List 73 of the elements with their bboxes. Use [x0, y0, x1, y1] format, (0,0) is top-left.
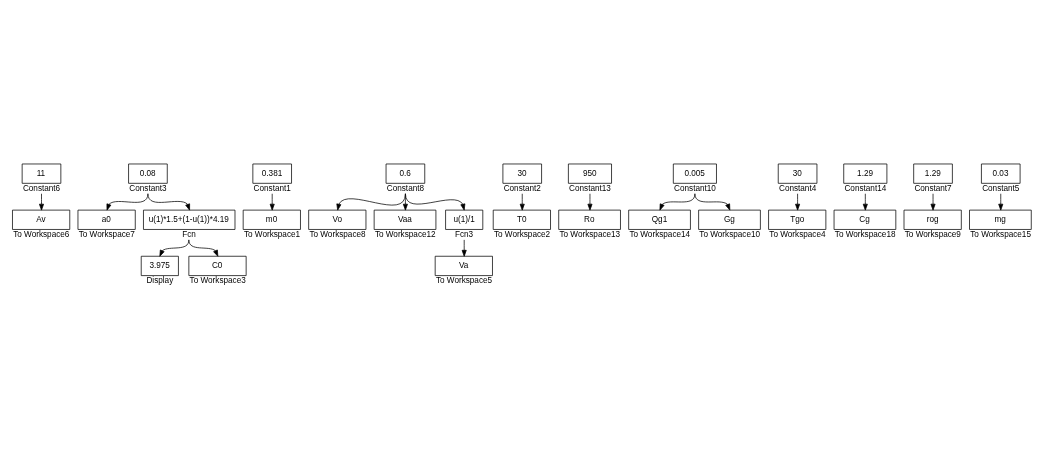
node-label: To Workspace15	[970, 229, 1031, 239]
node-box: C0	[188, 255, 247, 276]
node-label: Constant4	[778, 183, 817, 193]
node-box: 30	[502, 163, 542, 184]
node-label: To Workspace12	[374, 229, 436, 239]
node-label: Constant10	[674, 183, 716, 193]
node-box: Cg	[833, 209, 897, 230]
node-label: Constant1	[253, 183, 291, 193]
node-box: 0.6	[385, 163, 426, 184]
node-label: To Workspace2	[493, 229, 551, 239]
node-box: 1.29	[843, 163, 888, 184]
node-box: 1.29	[913, 163, 953, 184]
node-label: Constant7	[914, 183, 952, 193]
node-label: Constant13	[569, 183, 611, 193]
node-label: To Workspace1	[243, 229, 301, 239]
node-box: Va	[434, 255, 493, 276]
node-label: To Workspace4	[769, 229, 826, 239]
arrow	[519, 193, 525, 211]
node-label: Constant5	[982, 183, 1020, 193]
node-box: Tgo	[768, 209, 827, 230]
node-box: a0	[77, 209, 136, 230]
node-box: Ro	[558, 209, 621, 230]
node-label: To Workspace10	[699, 229, 761, 239]
arrow	[269, 193, 275, 211]
arrow	[694, 193, 731, 211]
arrow	[659, 193, 696, 211]
node-box: 11	[21, 163, 62, 184]
arrow	[930, 193, 936, 211]
node-box: u(1)*1.5+(1-u(1))*4.19	[143, 209, 236, 230]
node-box: m0	[242, 209, 301, 230]
node-box: 30	[777, 163, 818, 184]
node-label: To Workspace5	[435, 275, 493, 285]
node-box: T0	[492, 209, 551, 230]
arrow	[188, 239, 219, 257]
arrow	[147, 193, 190, 211]
node-box: 3.975	[140, 255, 179, 276]
node-box: Gg	[698, 209, 761, 230]
node-label: To Workspace6	[13, 229, 70, 239]
node-box: Av	[12, 209, 71, 230]
node-box: u(1)/1	[445, 209, 484, 230]
arrow	[795, 193, 801, 211]
arrow	[587, 193, 593, 211]
node-box: 0.03	[981, 163, 1021, 184]
node-label: Constant3	[129, 183, 167, 193]
node-label: To Workspace13	[559, 229, 621, 239]
node-box: mg	[969, 209, 1032, 230]
node-label: Fcn3	[454, 229, 474, 239]
node-label: To Workspace9	[904, 229, 961, 239]
arrow	[862, 193, 868, 211]
node-box: 0.08	[128, 163, 168, 184]
node-box: rog	[903, 209, 962, 230]
node-box: Vaa	[373, 209, 437, 230]
node-label: Display	[146, 275, 174, 285]
arrow	[106, 193, 149, 211]
arrow	[998, 193, 1004, 211]
node-box: 0.381	[252, 163, 292, 184]
node-box: 0.005	[672, 163, 717, 184]
arrow	[39, 193, 44, 211]
node-label: Fcn	[182, 229, 196, 239]
node-label: Constant8	[386, 183, 425, 193]
node-label: Constant2	[503, 183, 541, 193]
node-label: Constant14	[844, 183, 887, 193]
node-label: To Workspace14	[629, 229, 691, 239]
node-label: To Workspace7	[78, 229, 135, 239]
arrow	[159, 239, 190, 257]
node-box: Vo	[308, 209, 367, 230]
node-label: To Workspace3	[189, 275, 246, 285]
node-box: 950	[568, 163, 612, 184]
node-label: Constant6	[22, 183, 61, 193]
node-label: To Workspace8	[309, 229, 366, 239]
node-box: Qg1	[628, 209, 691, 230]
arrow	[461, 239, 467, 257]
node-label: To Workspace18	[834, 229, 896, 239]
